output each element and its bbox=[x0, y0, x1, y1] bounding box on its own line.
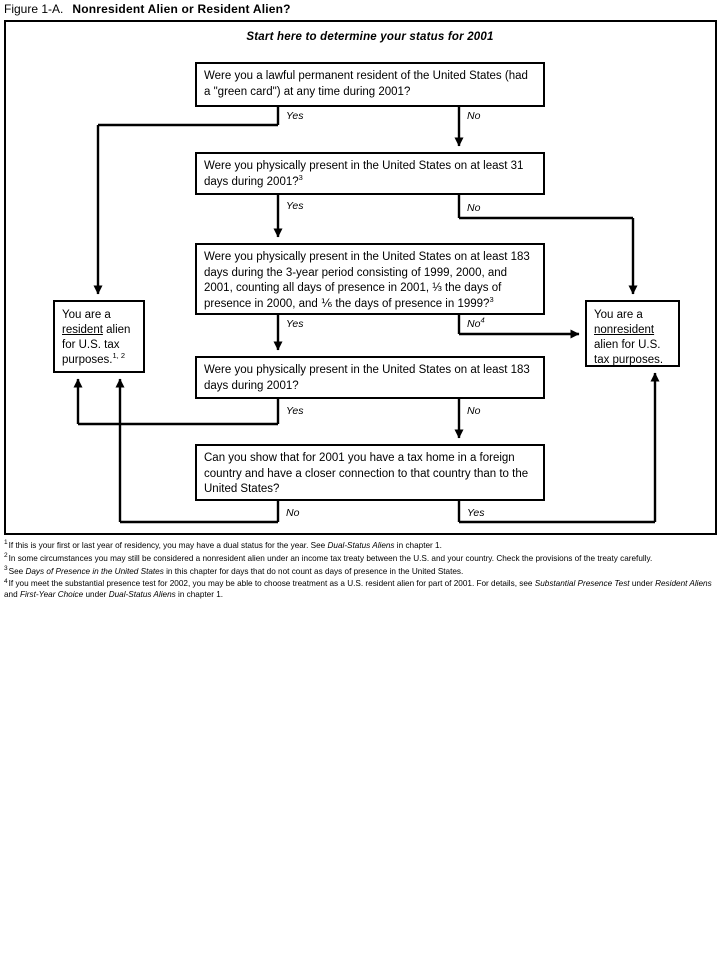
footnote-marker: 2 bbox=[4, 552, 8, 560]
footnote-text: in chapter 1. bbox=[394, 541, 442, 550]
question-text: Were you physically present in the Unite… bbox=[204, 160, 524, 188]
footnote-text: and bbox=[4, 589, 20, 599]
edge-label-q3-yes: Yes bbox=[286, 318, 304, 330]
edge-label-q1-yes: Yes bbox=[286, 110, 304, 122]
footnotes-block: 1If this is your first or last year of r… bbox=[4, 539, 718, 603]
figure-number: Figure 1-A. bbox=[4, 2, 64, 16]
footnote-italic-ref: Substantial Presence Test bbox=[534, 579, 630, 589]
question-text: Were you physically present in the Unite… bbox=[204, 251, 530, 310]
edge-label-q4-no: No bbox=[467, 405, 481, 417]
footnote-text: under bbox=[629, 579, 656, 589]
result-line-3: tax purposes. bbox=[594, 354, 664, 366]
edge-label-q1-no: No bbox=[467, 110, 481, 122]
footnote-text: In some circumstances you may still be c… bbox=[8, 553, 653, 563]
footnote-2: 2In some circumstances you may still be … bbox=[4, 552, 718, 565]
result-line-1: You are a bbox=[62, 309, 111, 321]
footnote-italic-ref: First-Year Choice bbox=[19, 589, 84, 599]
result-line-4: purposes. bbox=[62, 354, 113, 366]
question-box-green-card: Were you a lawful permanent resident of … bbox=[195, 62, 545, 107]
footnote-italic-ref: Dual-Status Aliens bbox=[108, 589, 176, 599]
result-emphasis: nonresident bbox=[594, 324, 655, 336]
question-box-183-days-2001: Were you physically present in the Unite… bbox=[195, 356, 545, 399]
footnote-text: in chapter 1. bbox=[175, 589, 224, 599]
footnote-marker: 3 bbox=[4, 564, 8, 572]
footnote-text: See bbox=[8, 566, 26, 576]
question-text: Can you show that for 2001 you have a ta… bbox=[204, 452, 529, 495]
result-line-2-rest: alien bbox=[102, 324, 131, 336]
result-emphasis: resident bbox=[62, 324, 103, 336]
footnote-ref: 4 bbox=[480, 315, 485, 325]
question-text: Were you physically present in the Unite… bbox=[204, 364, 530, 392]
footnote-text: If you meet the substantial presence tes… bbox=[8, 579, 535, 589]
flowchart-connectors bbox=[73, 107, 660, 524]
question-box-tax-home-closer-connection: Can you show that for 2001 you have a ta… bbox=[195, 444, 545, 501]
edge-label-q2-yes: Yes bbox=[286, 200, 304, 212]
result-line-2: alien for U.S. bbox=[594, 339, 661, 351]
footnote-text: If this is your first or last year of re… bbox=[8, 541, 328, 550]
footnote-marker: 1 bbox=[4, 539, 8, 547]
result-box-resident-alien: You are a resident alien for U.S. tax pu… bbox=[53, 300, 145, 373]
footnote-italic-ref: Resident Aliens bbox=[655, 579, 712, 589]
footnote-marker: 4 bbox=[4, 577, 8, 585]
footnote-ref: 3 bbox=[298, 172, 303, 182]
edge-label-q2-no: No bbox=[467, 202, 481, 214]
question-text: Were you a lawful permanent resident of … bbox=[204, 70, 528, 98]
footnote-italic-ref: Days of Presence in the United States bbox=[25, 566, 164, 576]
question-box-31-days: Were you physically present in the Unite… bbox=[195, 152, 545, 195]
footnote-1: 1If this is your first or last year of r… bbox=[4, 539, 718, 552]
figure-title: Nonresident Alien or Resident Alien? bbox=[72, 2, 291, 16]
footnote-ref: 3 bbox=[489, 294, 494, 304]
edge-label-q3-no: No4 bbox=[467, 315, 485, 330]
edge-label-text: No bbox=[467, 318, 481, 330]
edge-label-q5-yes: Yes bbox=[467, 507, 485, 519]
footnote-italic-ref: Dual-Status Aliens bbox=[327, 541, 395, 550]
edge-label-q5-no: No bbox=[286, 507, 300, 519]
edge-label-q4-yes: Yes bbox=[286, 405, 304, 417]
result-line-3: for U.S. tax bbox=[62, 339, 120, 351]
footnote-4: 4If you meet the substantial presence te… bbox=[4, 577, 718, 600]
question-box-183-days-3-year: Were you physically present in the Unite… bbox=[195, 243, 545, 315]
result-box-nonresident-alien: You are a nonresident alien for U.S. tax… bbox=[585, 300, 680, 367]
footnote-text: under bbox=[83, 589, 109, 599]
start-here-label: Start here to determine your status for … bbox=[246, 31, 494, 43]
footnote-text: in this chapter for days that do not cou… bbox=[163, 566, 464, 576]
figure-caption: Figure 1-A. Nonresident Alien or Resident… bbox=[4, 2, 717, 18]
result-line-1: You are a bbox=[594, 309, 643, 321]
footnote-ref: 1, 2 bbox=[112, 351, 126, 361]
footnote-3: 3See Days of Presence in the United Stat… bbox=[4, 564, 718, 578]
